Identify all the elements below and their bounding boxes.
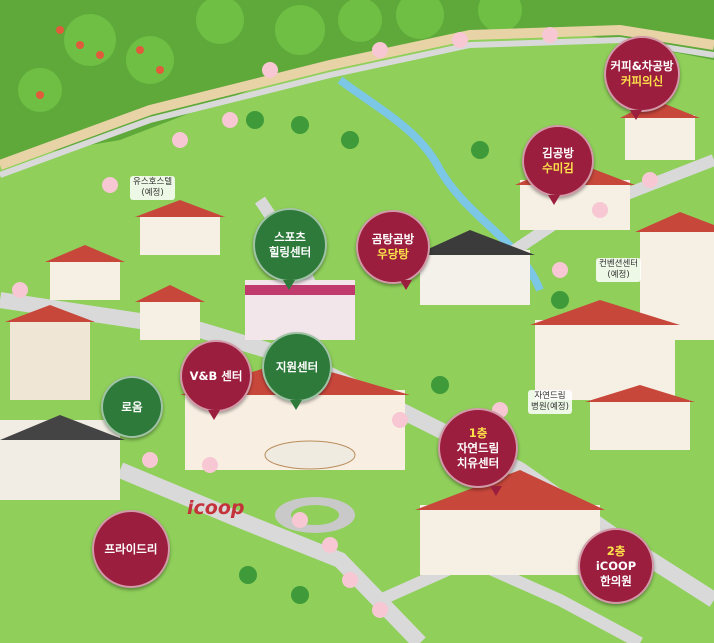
- gomtang-workshop-title: 곰탕곰방: [371, 232, 415, 246]
- hospital-label: 자연드림 병원(예정): [528, 390, 572, 414]
- nature-dream-healing-center-marker[interactable]: 1층 자연드림 치유센터: [438, 408, 518, 488]
- coffee-marker-tail: [630, 110, 642, 120]
- vb-center-label: V&B 센터: [189, 368, 243, 383]
- nature-dream-floor: 1층: [468, 425, 488, 440]
- gomtang-marker-tail: [400, 280, 412, 290]
- vb-center-marker[interactable]: V&B 센터: [180, 340, 252, 412]
- support-center-marker[interactable]: 지원센터: [262, 332, 332, 402]
- youth-hostel-label: 유스호스텔 (예정): [130, 176, 176, 200]
- nature-dream-line2: 자연드림: [456, 440, 500, 455]
- hospital-status: 병원(예정): [531, 402, 569, 412]
- priory-label: 프라이드리: [104, 541, 158, 556]
- youth-hostel-status: (예정): [141, 188, 164, 198]
- support-center-label: 지원센터: [275, 359, 319, 374]
- gim-workshop-sub: 수미김: [542, 161, 574, 175]
- icoop-clinic-floor: 2층: [606, 543, 626, 558]
- icoop-clinic-line3: 한의원: [600, 573, 632, 588]
- gim-marker-tail: [548, 195, 560, 205]
- nature-dream-marker-tail: [490, 486, 502, 496]
- convention-center-label: 컨벤션센터 (예정): [596, 258, 642, 282]
- gim-workshop-marker[interactable]: 김공방 수미김: [522, 125, 594, 197]
- gim-workshop-title: 김공방: [542, 146, 574, 160]
- sports-healing-line2: 힐링센터: [268, 245, 312, 259]
- icoop-logo: icoop: [187, 497, 245, 519]
- gomtang-workshop-sub: 우당탕: [377, 247, 409, 261]
- youth-hostel-name: 유스호스텔: [133, 177, 173, 187]
- sports-marker-tail: [283, 280, 295, 290]
- coffee-tea-workshop-sub: 커피의신: [620, 74, 664, 88]
- support-marker-tail: [290, 400, 302, 410]
- convention-center-name: 컨벤션센터: [599, 259, 639, 269]
- roeum-label: 로옴: [121, 399, 143, 414]
- coffee-tea-workshop-title: 커피&차공방: [610, 59, 674, 73]
- vb-marker-tail: [208, 410, 220, 420]
- icoop-clinic-line2: iCOOP: [595, 558, 637, 573]
- icoop-oriental-clinic-marker[interactable]: 2층 iCOOP 한의원: [578, 528, 654, 604]
- sports-healing-line1: 스포츠: [274, 230, 306, 244]
- roeum-marker[interactable]: 로옴: [101, 376, 163, 438]
- coffee-tea-workshop-marker[interactable]: 커피&차공방 커피의신: [604, 36, 680, 112]
- sports-healing-center-marker[interactable]: 스포츠 힐링센터: [253, 208, 327, 282]
- hospital-name: 자연드림: [534, 391, 566, 401]
- priory-marker[interactable]: 프라이드리: [92, 510, 170, 588]
- nature-dream-line3: 치유센터: [456, 455, 500, 470]
- convention-center-status: (예정): [607, 270, 630, 280]
- gomtang-workshop-marker[interactable]: 곰탕곰방 우당탕: [356, 210, 430, 284]
